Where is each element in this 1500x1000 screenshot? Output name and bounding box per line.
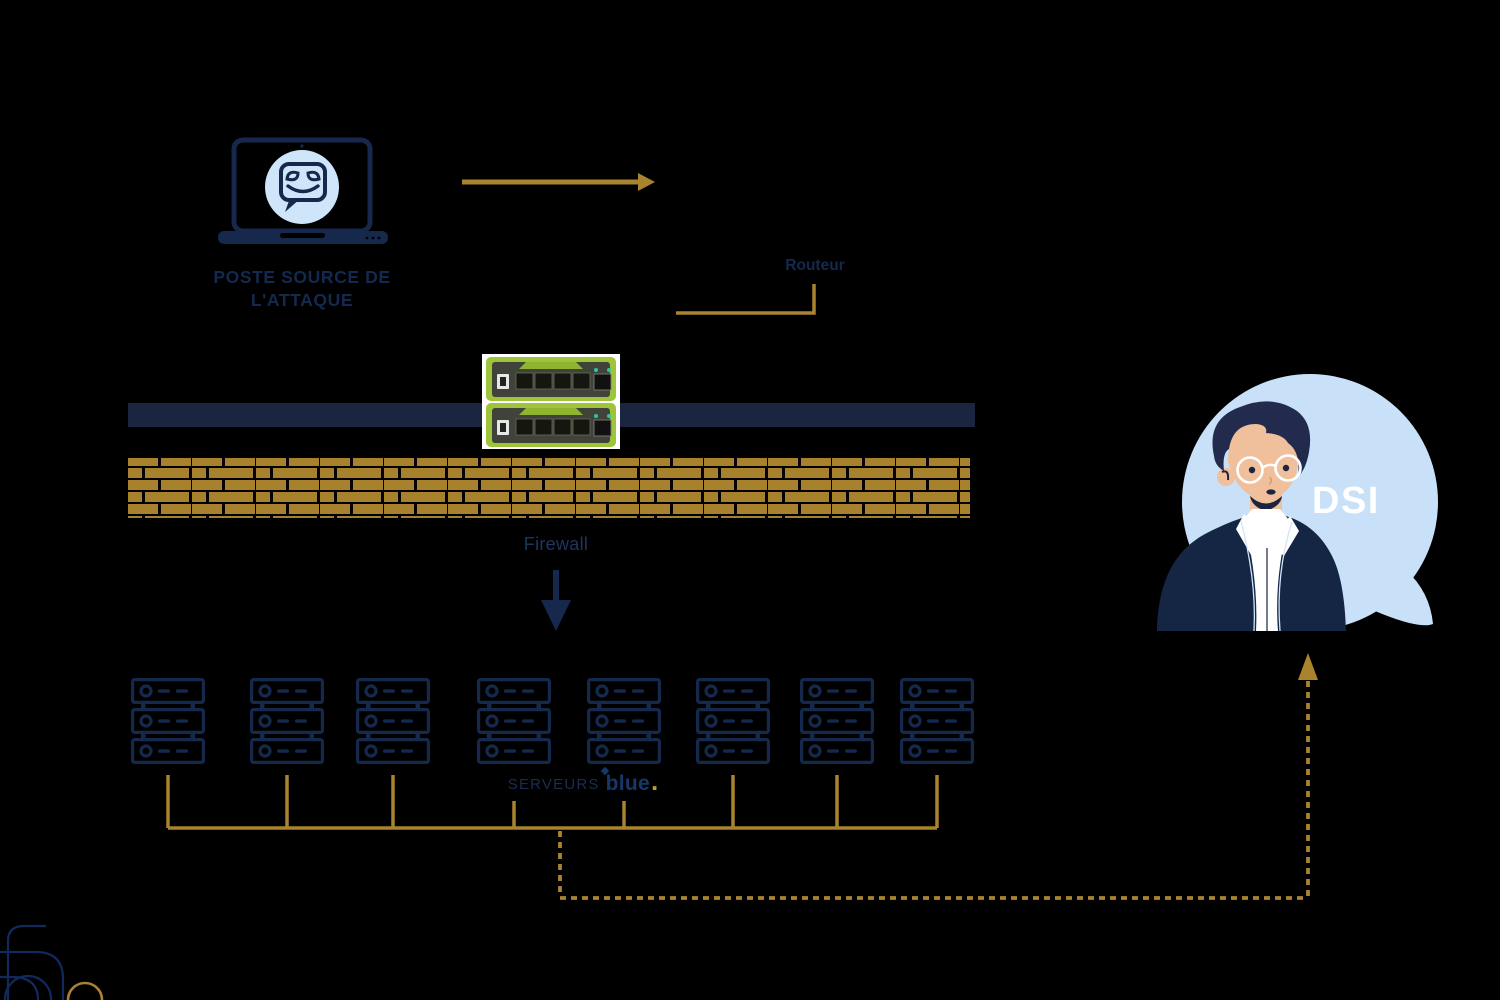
server-rack-icon <box>899 677 975 765</box>
firewall-brick-wall <box>128 458 970 518</box>
router-connector-line <box>676 284 816 315</box>
server-rack-icon <box>250 677 324 765</box>
blue-logo: blue . <box>600 766 659 796</box>
evil-chatbot-icon <box>279 162 327 212</box>
server-rack-icon <box>695 677 771 765</box>
router-label: Routeur <box>785 257 845 274</box>
attack-source-label-line1: POSTE SOURCE DE <box>213 267 391 287</box>
server-farm <box>131 677 975 765</box>
server-rack-icon <box>586 677 662 765</box>
alert-dashed-path <box>558 653 1318 900</box>
server-rack-icon <box>356 677 430 765</box>
attack-source-label-line2: L'ATTAQUE <box>250 290 354 310</box>
attack-arrow <box>462 173 655 191</box>
blue-logo-text: blue <box>605 772 650 795</box>
up-arrowhead-icon <box>1298 653 1318 680</box>
server-rack-icon <box>131 677 205 765</box>
servers-label-text: SERVEURS <box>507 775 600 793</box>
server-bus-lines <box>166 775 939 830</box>
blue-logo-dot: . <box>651 766 659 796</box>
dsi-avatar <box>1157 374 1438 632</box>
dsi-label: DSI <box>1312 480 1380 522</box>
firewall-down-arrow <box>541 570 571 631</box>
server-rack-icon <box>477 677 552 765</box>
servers-label: SERVEURS blue . <box>488 766 678 796</box>
server-rack-icon <box>799 677 875 765</box>
corner-decoration <box>0 924 104 1000</box>
attack-source-label: POSTE SOURCE DE L'ATTAQUE <box>187 266 417 312</box>
network-tap-photo <box>482 354 620 449</box>
firewall-label: Firewall <box>523 534 589 554</box>
attack-laptop-icon <box>218 137 388 244</box>
it-manager-illustration <box>1157 401 1346 632</box>
